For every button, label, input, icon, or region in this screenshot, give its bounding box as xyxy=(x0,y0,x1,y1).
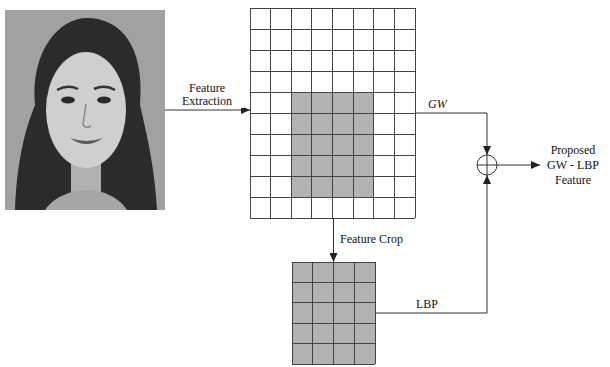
connector-arrow xyxy=(497,165,540,166)
face xyxy=(46,52,126,168)
connector-arrow xyxy=(415,113,487,155)
sum-symbol xyxy=(477,155,497,175)
plus-sign xyxy=(477,155,497,175)
connector-arrow xyxy=(165,110,250,111)
edge-label: GW xyxy=(428,98,447,111)
eye xyxy=(61,97,75,104)
edge-label: LBP xyxy=(416,298,438,311)
sum-circle xyxy=(477,155,497,175)
eyebrow xyxy=(57,87,78,90)
connector-arrow xyxy=(333,218,334,262)
cropped-grid xyxy=(292,262,375,364)
hair xyxy=(15,18,157,210)
output-feature: Proposed GW - LBP Feature xyxy=(540,143,606,188)
edge-label: Feature Crop xyxy=(340,233,403,246)
grid-lines xyxy=(250,8,415,218)
photo-light xyxy=(5,10,165,210)
photo-background xyxy=(5,10,165,210)
sum-node xyxy=(477,155,497,175)
shoulders xyxy=(45,190,127,210)
eye xyxy=(97,97,111,104)
feature-grid-box xyxy=(250,8,415,218)
cropped-grid-box xyxy=(292,262,375,364)
grid-lines xyxy=(292,262,375,364)
edge-label: Feature Extraction xyxy=(170,82,244,108)
mouth xyxy=(70,138,103,144)
face-photo xyxy=(5,10,165,210)
nose xyxy=(83,104,91,127)
node-label: Proposed GW - LBP Feature xyxy=(540,143,606,188)
eyebrow xyxy=(94,87,115,90)
face-image xyxy=(5,10,165,210)
feature-grid xyxy=(250,8,415,218)
crop-fill xyxy=(292,262,375,364)
